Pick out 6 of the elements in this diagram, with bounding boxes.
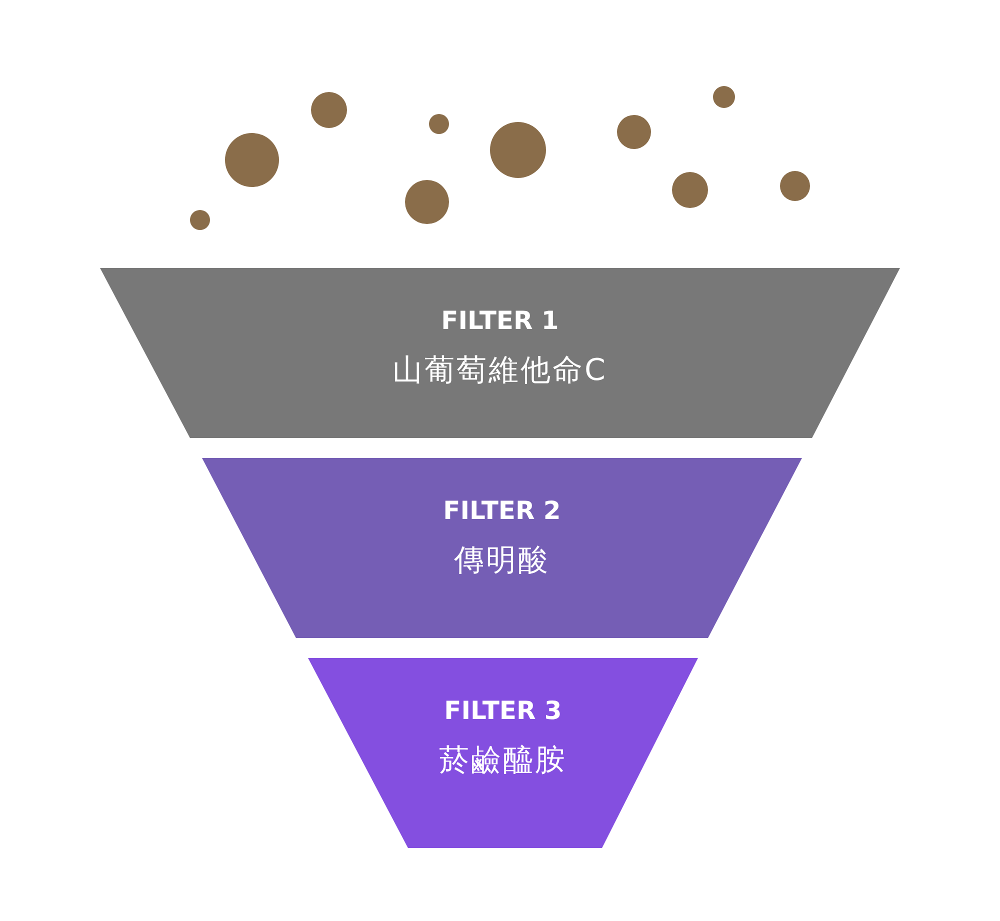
ingredient-label: 菸鹼醯胺 <box>439 743 567 778</box>
ingredient-label: 山葡萄維他命C <box>392 353 608 388</box>
filter-heading: FILTER 3 <box>444 696 562 725</box>
ingredient-label: 傳明酸 <box>454 543 550 578</box>
filter-heading: FILTER 1 <box>441 306 559 335</box>
filter-heading: FILTER 2 <box>443 496 561 525</box>
